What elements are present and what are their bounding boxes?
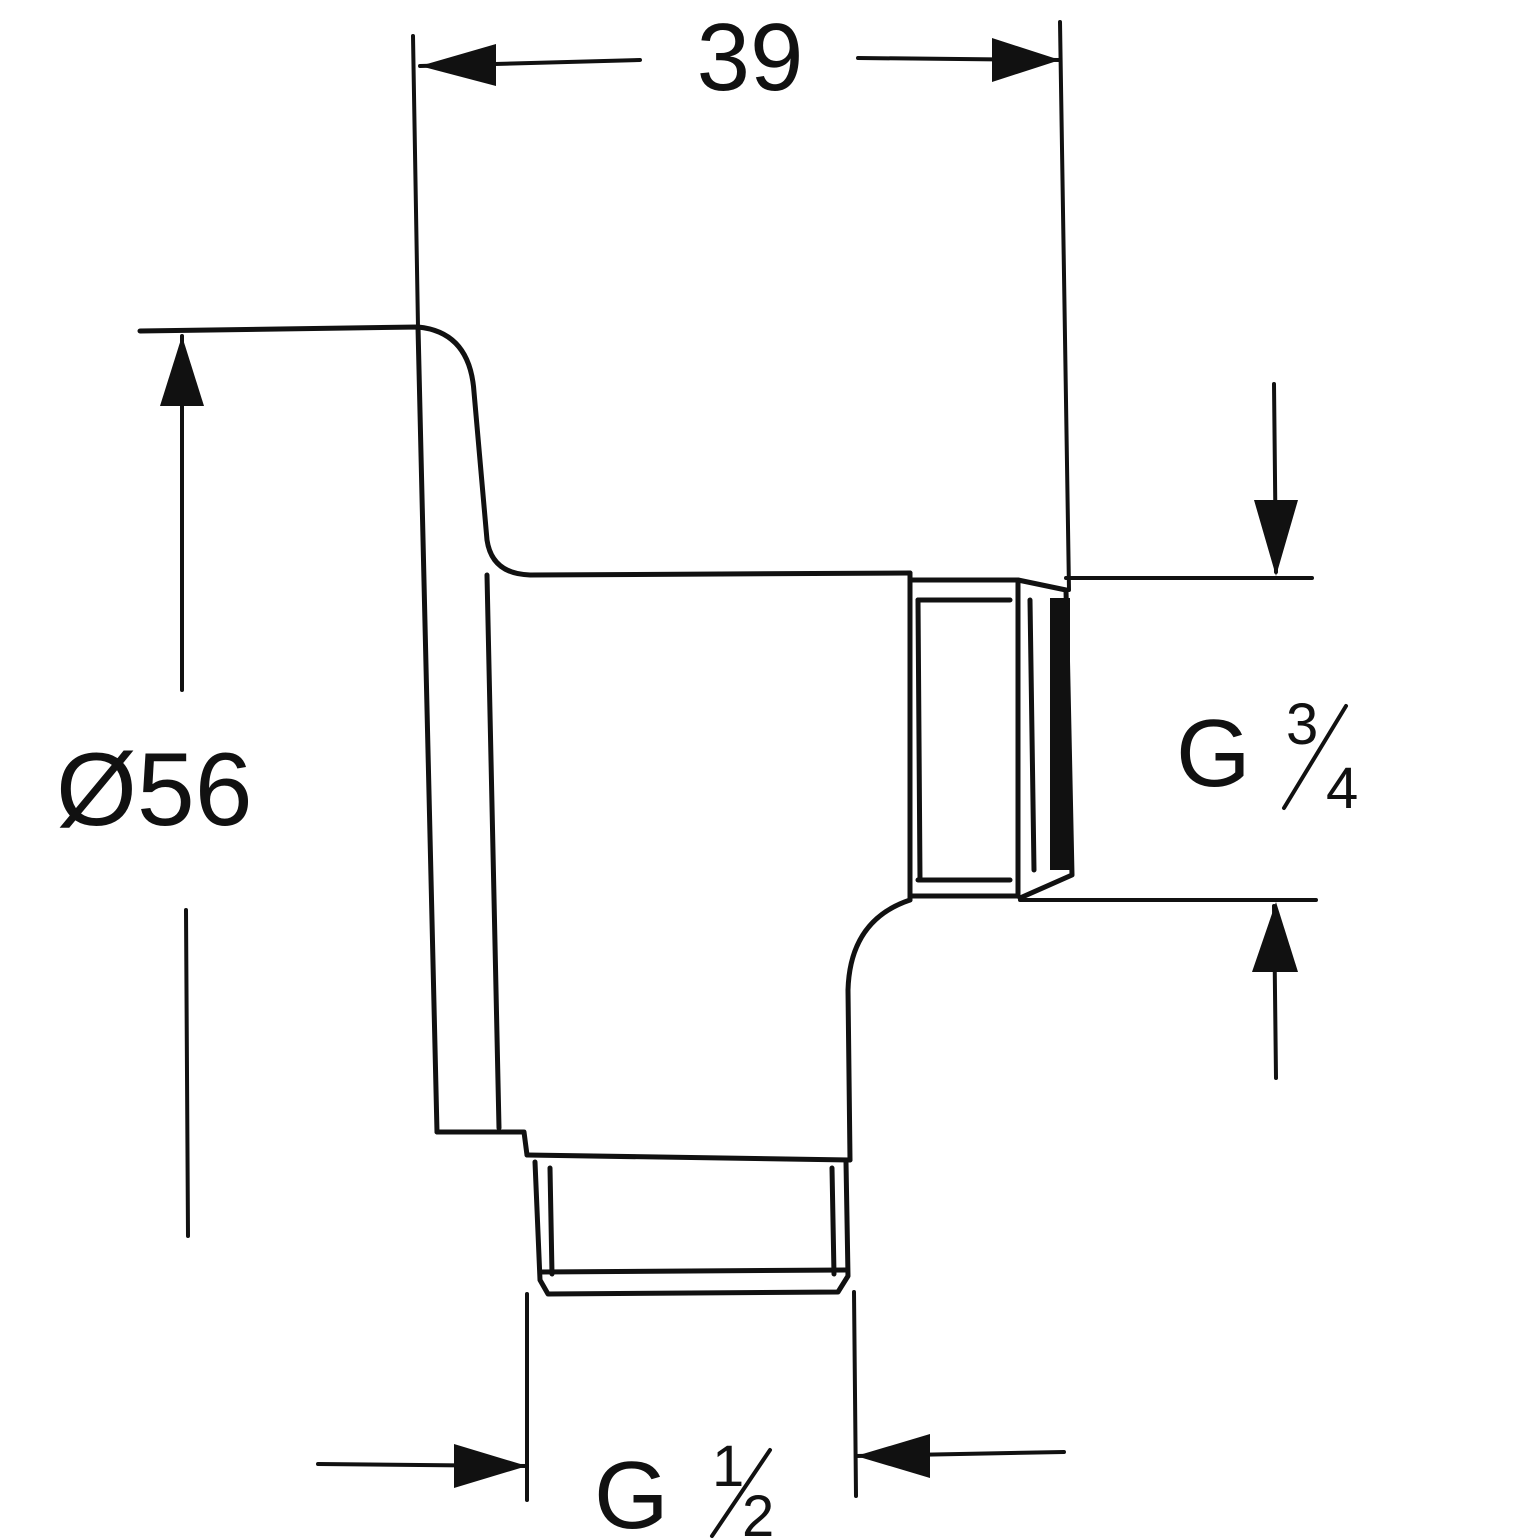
dimension-diameter-label: Ø56 bbox=[56, 732, 253, 848]
dimension-thread-right: G 3 4 bbox=[1018, 382, 1358, 1080]
dimension-thread-bottom: G 1 2 bbox=[316, 1290, 1066, 1540]
thread-right-denominator: 4 bbox=[1326, 756, 1358, 821]
fraction-slash-right bbox=[1282, 704, 1348, 810]
dimension-width: 39 bbox=[411, 4, 1071, 592]
arrow-left-icon bbox=[856, 1434, 930, 1478]
thread-bottom-denominator: 2 bbox=[742, 1484, 774, 1540]
dimension-diameter: Ø56 bbox=[56, 334, 253, 1238]
dimension-width-label: 39 bbox=[697, 4, 804, 111]
fraction-slash-bottom bbox=[710, 1448, 772, 1538]
arrow-right-icon bbox=[992, 38, 1060, 82]
thread-right-letter: G bbox=[1176, 700, 1251, 807]
thread-right-numerator: 3 bbox=[1286, 692, 1318, 757]
arrow-up-icon bbox=[1252, 902, 1298, 972]
arrow-right-icon bbox=[454, 1444, 527, 1488]
outlet-right-thread bbox=[907, 570, 1075, 903]
thread-bottom-numerator: 1 bbox=[712, 1434, 744, 1499]
thread-bottom-letter: G bbox=[594, 1442, 669, 1540]
fitting-body bbox=[137, 324, 913, 1163]
arrow-down-icon bbox=[1254, 500, 1298, 576]
arrow-up-icon bbox=[160, 336, 204, 406]
arrow-left-icon bbox=[420, 44, 496, 86]
inlet-bottom-thread bbox=[524, 1152, 853, 1297]
